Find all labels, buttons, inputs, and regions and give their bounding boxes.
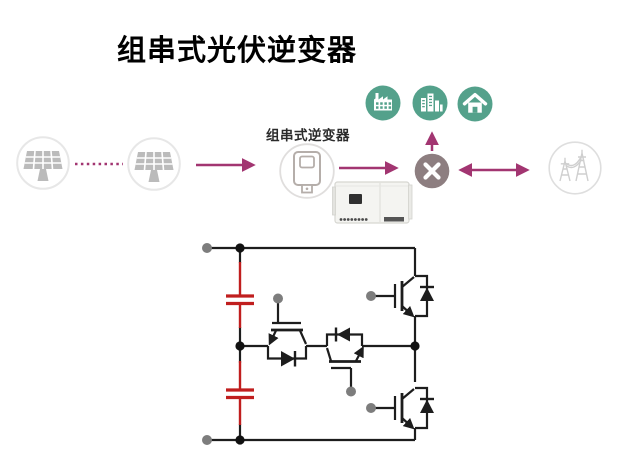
- consumer-factory: [365, 85, 401, 121]
- x-node-icon: [414, 153, 450, 189]
- diode-left: [281, 351, 295, 367]
- factory-icon: [365, 85, 401, 121]
- power-grid-node: [548, 141, 602, 195]
- solar-panel-icon: [16, 136, 70, 190]
- string-inverter-node: [279, 143, 335, 199]
- buildings-icon: [412, 85, 448, 121]
- solar-panel-icon: [127, 137, 181, 191]
- dc-link-capacitors: [226, 262, 254, 425]
- x-hub-node: [414, 153, 450, 189]
- pv-array-node-2: [127, 137, 181, 191]
- midpoint-igbt-left: [266, 301, 308, 367]
- diode-high-side: [420, 287, 434, 301]
- string-inverter-product-photo: [332, 177, 414, 229]
- consumer-house: [457, 86, 493, 122]
- page-title: 组串式光伏逆变器: [116, 35, 357, 67]
- consumer-buildings: [412, 85, 448, 121]
- string-inverter-icon: [279, 143, 335, 199]
- pv-array-node-1: [16, 136, 70, 190]
- high-side-igbt: [374, 274, 434, 318]
- capacitor-plates: [226, 294, 254, 400]
- t-type-inverter-schematic: [202, 243, 434, 445]
- diode-low-side: [420, 399, 434, 413]
- diode-right: [337, 327, 350, 342]
- house-icon: [457, 86, 493, 122]
- string-inverter-label: 组串式逆变器: [266, 128, 350, 143]
- junction-dots: [235, 243, 420, 445]
- transmission-towers-icon: [548, 141, 602, 195]
- low-side-igbt: [374, 386, 434, 430]
- midpoint-igbt-right: [325, 327, 364, 389]
- terminal-dots: [202, 243, 376, 445]
